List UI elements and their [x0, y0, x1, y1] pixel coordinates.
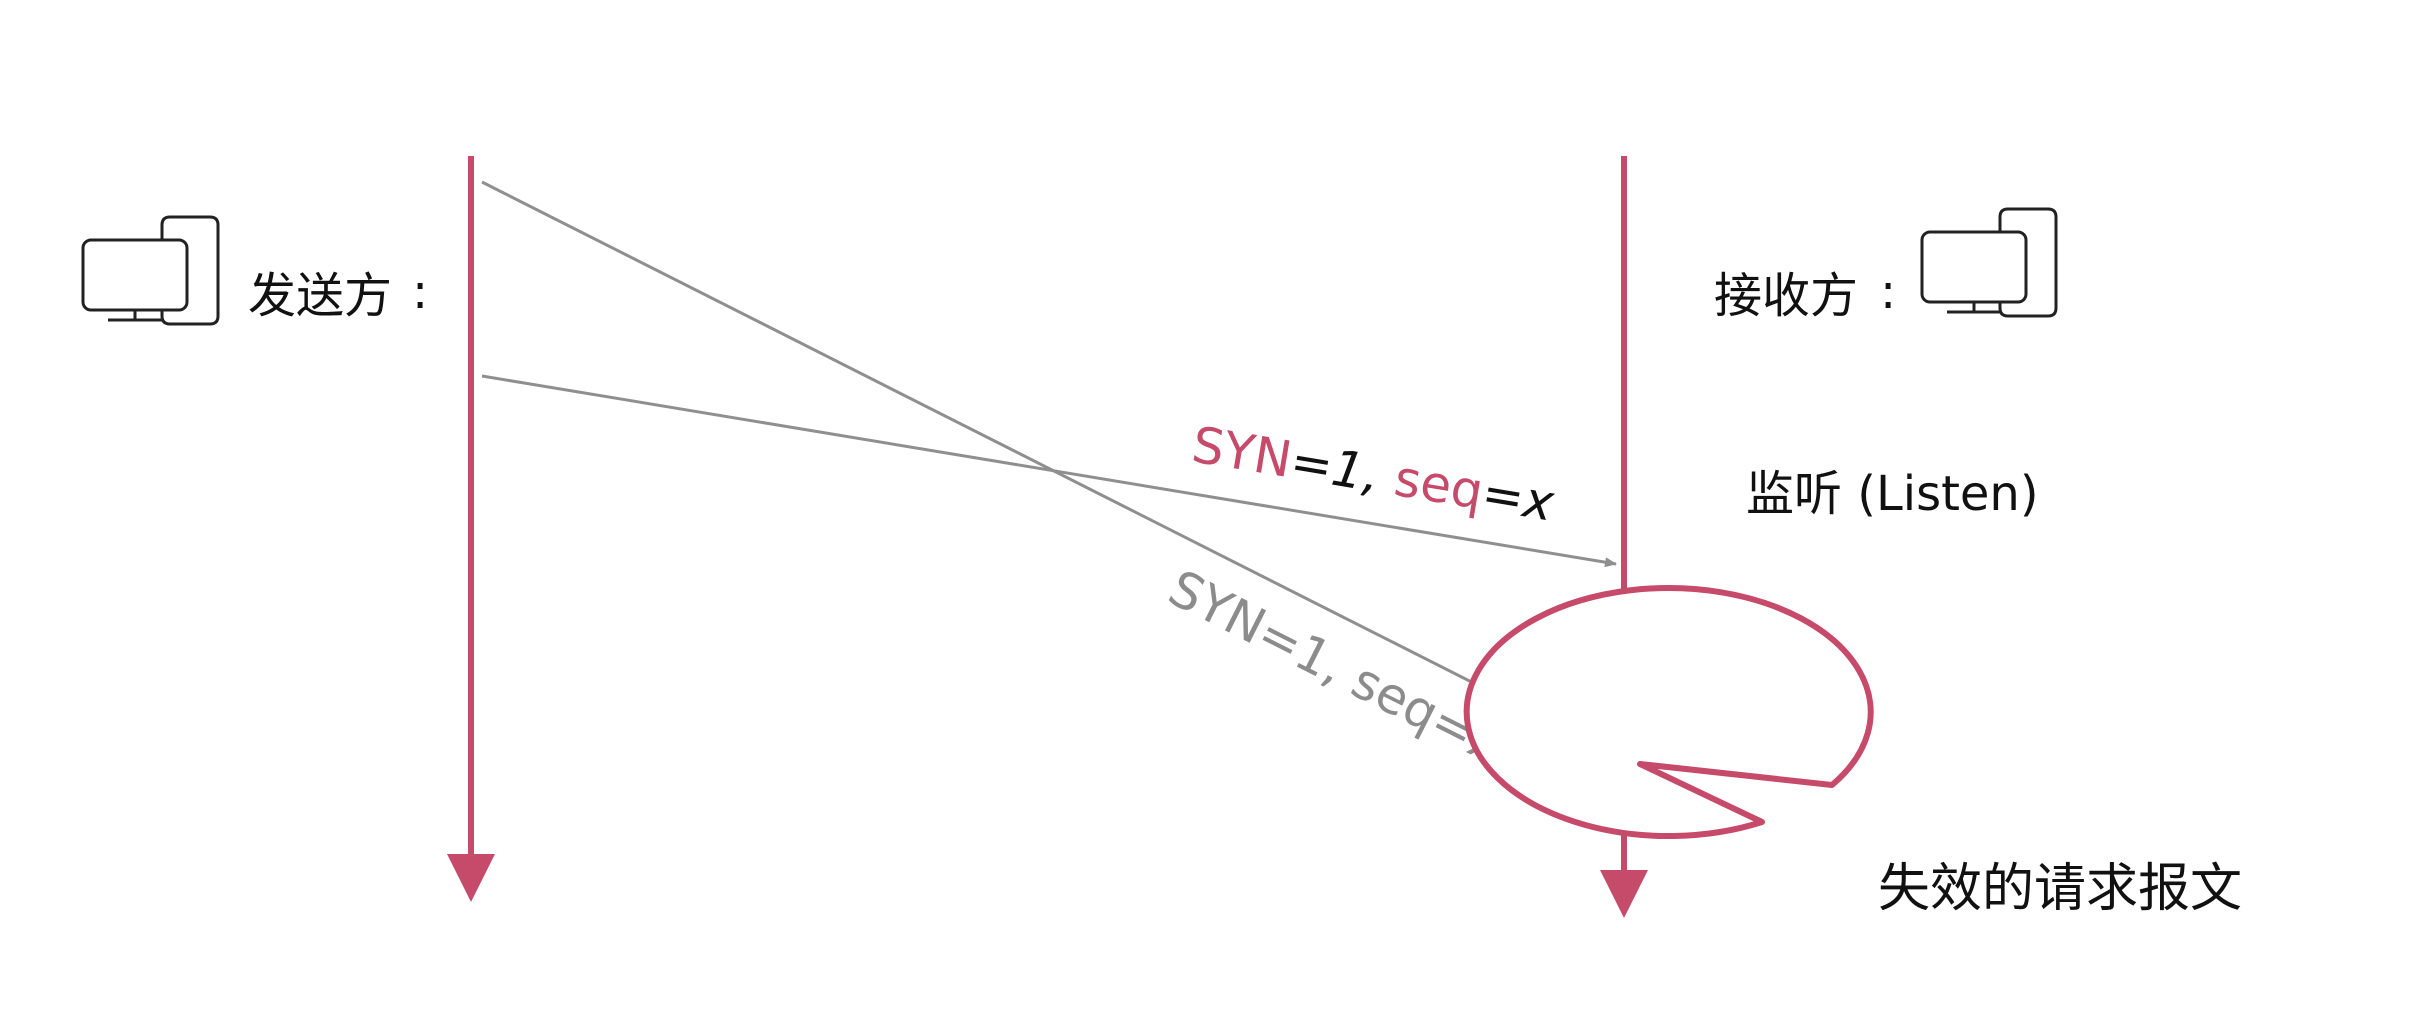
receiver-colon: :	[1880, 264, 1896, 320]
new-request-arrow	[481, 374, 1617, 568]
callout-text: 失效的请求报文	[1878, 859, 2242, 919]
stale-request-label: SYN=1, seq=x	[1160, 559, 1512, 775]
new-request-label: SYN=1, seq=x	[1188, 416, 1558, 533]
receiver-computer-icon	[1920, 207, 2058, 318]
seq-keyword: seq	[1390, 449, 1487, 521]
sender-colon: :	[412, 264, 428, 320]
callout-bubble	[1463, 585, 1874, 840]
syn-keyword: SYN	[1188, 416, 1296, 490]
syn-value: =1,	[1286, 432, 1400, 506]
sender-computer-icon	[81, 215, 220, 326]
svg-text:SYN=1, seq=x: SYN=1, seq=x	[1188, 416, 1558, 533]
receiver-state-label: 监听 (Listen)	[1746, 466, 2039, 522]
sender-label: 发送方	[248, 268, 392, 324]
receiver-label: 接收方	[1714, 268, 1858, 324]
stale-request-label-group: SYN=1, seq=x	[1160, 559, 1512, 775]
seq-value: =x	[1478, 464, 1558, 533]
